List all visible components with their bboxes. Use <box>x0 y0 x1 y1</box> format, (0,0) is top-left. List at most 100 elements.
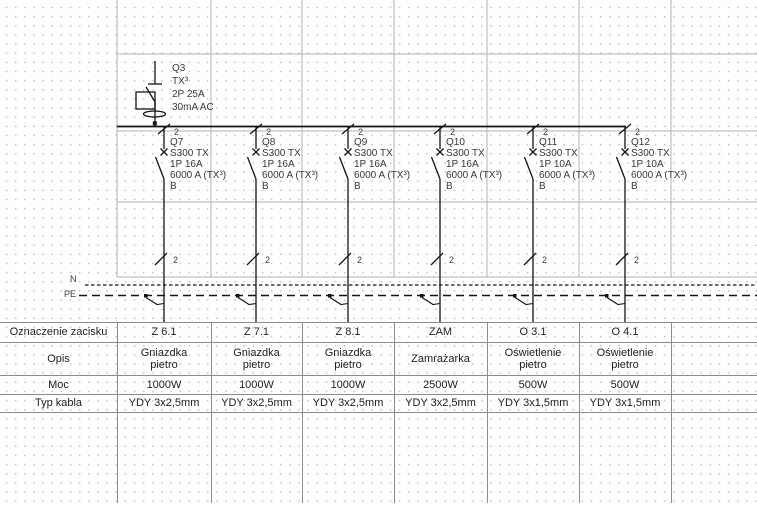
table-cell: YDY 3x2,5mm <box>312 397 384 409</box>
wire-count-slash <box>246 252 260 266</box>
wire-count-label: 2 <box>266 127 272 137</box>
branch-curve: B <box>539 181 546 192</box>
wire-count-slash <box>618 123 632 135</box>
wire-count-slash <box>154 252 168 266</box>
branch-circuit-q7 <box>144 123 171 322</box>
branch-breaking: 6000 A (TX³) <box>539 170 596 181</box>
table-cell: Gniazdka pietro <box>324 346 372 371</box>
row-header-moc: Moc <box>48 378 69 391</box>
table-border <box>302 322 303 503</box>
wire-count-label: 2 <box>542 255 548 265</box>
wire-count-label: 2 <box>174 127 180 137</box>
branch-curve: B <box>354 181 361 192</box>
branch-circuit-q11 <box>513 123 540 322</box>
wire-count-label: 2 <box>449 255 455 265</box>
branch-breaking: 6000 A (TX³) <box>170 170 227 181</box>
branch-name: Q10 <box>446 137 465 148</box>
row-header-opis: Opis <box>47 352 70 365</box>
branch-rating: 1P 16A <box>170 159 203 170</box>
branch-name: Q8 <box>262 137 276 148</box>
branch-rating: 1P 16A <box>262 159 295 170</box>
branch-curve: B <box>262 181 269 192</box>
wire-count-label: 2 <box>543 127 549 137</box>
table-cell: 2500W <box>423 378 458 391</box>
row-header-oznaczenie: Oznaczenie zacisku <box>9 326 108 338</box>
table-cell: YDY 3x2,5mm <box>128 397 200 409</box>
wire-count-slash <box>157 123 171 135</box>
wire-count-slash <box>249 123 263 135</box>
table-border <box>117 322 118 503</box>
table-cell: 1000W <box>146 378 182 391</box>
branch-rating: 1P 16A <box>354 159 387 170</box>
wire-count-slash <box>430 252 444 266</box>
wire-count-label: 2 <box>450 127 456 137</box>
table-cell: Z 7.1 <box>243 326 270 338</box>
table-cell: Z 6.1 <box>151 326 177 338</box>
table-border <box>579 322 580 503</box>
branch-series: S300 TX <box>446 148 485 159</box>
table-border <box>0 375 757 376</box>
table-border <box>671 322 672 503</box>
branch-series: S300 TX <box>262 148 301 159</box>
table-cell: O 3.1 <box>519 326 547 338</box>
table-cell: 1000W <box>239 378 274 391</box>
row-header-typ-kabla: Typ kabla <box>34 397 83 409</box>
bus-junction-dot <box>152 121 157 126</box>
wire-count-slash <box>338 252 352 266</box>
table-cell: Gniazdka pietro <box>140 346 188 371</box>
branch-name: Q12 <box>631 137 650 148</box>
table-border <box>0 412 757 413</box>
main-breaker-sensitivity: 30mA AC <box>172 102 214 113</box>
branch-circuit-q8 <box>236 123 263 322</box>
table-cell <box>671 342 757 375</box>
table-border <box>211 322 212 503</box>
main-breaker-rating: 2P 25A <box>172 89 205 100</box>
wire-count-slash <box>615 252 629 266</box>
branch-breaking: 6000 A (TX³) <box>262 170 319 181</box>
branch-circuit-q10 <box>420 123 447 322</box>
table-cell: YDY 3x1,5mm <box>497 397 569 409</box>
table-border <box>394 322 395 503</box>
table-cell: 1000W <box>330 378 366 391</box>
branch-name: Q7 <box>170 137 184 148</box>
main-rcd-symbol <box>135 61 167 126</box>
branch-rating: 1P 10A <box>631 159 664 170</box>
wire-count-label: 2 <box>358 127 364 137</box>
branch-circuit-q12 <box>605 123 632 322</box>
table-cell: YDY 3x1,5mm <box>589 397 661 409</box>
branch-breaking: 6000 A (TX³) <box>446 170 503 181</box>
branch-name: Q11 <box>539 137 558 148</box>
table-cell <box>671 322 757 342</box>
table-border <box>0 342 757 343</box>
wire-count-slash <box>523 252 537 266</box>
table-border <box>0 322 757 323</box>
table-cell: Gniazdka pietro <box>233 346 280 371</box>
wire-count-label: 2 <box>357 255 363 265</box>
table-cell: Z 8.1 <box>335 326 361 338</box>
branch-rating: 1P 10A <box>539 159 572 170</box>
table-cell: O 4.1 <box>611 326 639 338</box>
table-border <box>0 394 757 395</box>
table-cell: 500W <box>518 378 548 391</box>
branch-breaking: 6000 A (TX³) <box>631 170 688 181</box>
branch-series: S300 TX <box>631 148 670 159</box>
table-cell: YDY 3x2,5mm <box>405 397 476 409</box>
table-cell: YDY 3x2,5mm <box>221 397 292 409</box>
table-cell: ZAM <box>428 326 453 338</box>
wire-count-label: 2 <box>265 255 271 265</box>
table-cell <box>671 375 757 394</box>
branch-curve: B <box>631 181 638 192</box>
neutral-label: N <box>70 274 77 284</box>
wire-count-slash <box>341 123 355 135</box>
wire-count-slash <box>433 123 447 135</box>
wire-count-label: 2 <box>173 255 179 265</box>
main-breaker-name: Q3 <box>172 63 186 74</box>
branch-circuit-q9 <box>328 123 355 322</box>
branch-series: S300 TX <box>539 148 578 159</box>
wire-count-slash <box>526 123 540 135</box>
wire-count-label: 2 <box>634 255 640 265</box>
branch-curve: B <box>170 181 177 192</box>
grid-lines <box>116 0 757 278</box>
branch-curve: B <box>446 181 453 192</box>
